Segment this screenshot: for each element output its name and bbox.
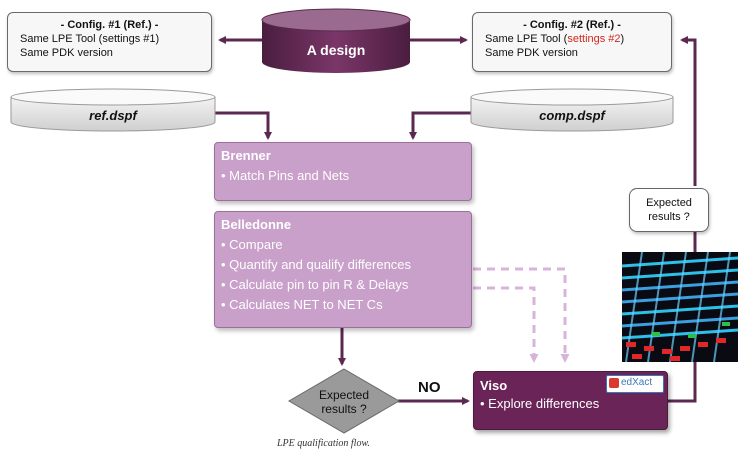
design-cylinder — [261, 8, 411, 73]
config2-line2: Same PDK version — [485, 47, 578, 59]
config2-line1-prefix: Same LPE Tool ( — [485, 33, 568, 45]
config2-title: - Config. #2 (Ref.) - — [523, 19, 621, 31]
comp-dspf-disk — [470, 88, 674, 132]
decision-diamond — [288, 368, 400, 434]
belledonne-title: Belledonne — [221, 217, 292, 232]
belledonne-item-compare: • Compare — [221, 237, 283, 252]
no-label: NO — [418, 379, 441, 396]
config2-line1-suffix: ) — [620, 33, 625, 45]
belledonne-item-net-to-net: • Calculates NET to NET Cs — [221, 297, 383, 312]
edxact-logo-mark-icon — [609, 378, 619, 388]
brenner-box: Brenner • Match Pins and Nets — [214, 142, 472, 201]
edxact-logo-text: edXact — [621, 377, 653, 388]
config1-title: - Config. #1 (Ref.) - — [60, 19, 159, 31]
ref-dspf-label: ref.dspf — [89, 108, 137, 123]
dashed-arrow-belledonne-to-viso-2 — [473, 286, 539, 363]
belledonne-box: Belledonne • Compare • Quantify and qual… — [214, 211, 472, 328]
viso-title: Viso — [480, 378, 508, 393]
brenner-title: Brenner — [221, 148, 271, 163]
config1-line2: Same PDK version — [20, 47, 113, 59]
config2-line1: Same LPE Tool (settings #2) — [473, 32, 671, 46]
viso-item: • Explore differences — [480, 396, 600, 411]
comp-dspf-label: comp.dspf — [539, 108, 605, 123]
arrow-comp-to-brenner — [409, 111, 472, 140]
dashed-arrow-belledonne-to-viso-1 — [473, 267, 570, 363]
config2-line1-highlight: settings #2 — [567, 33, 621, 45]
expected-results-box: Expected results ? — [629, 188, 709, 232]
decision-line2: results ? — [321, 402, 367, 416]
expected-line2: results ? — [648, 211, 690, 223]
expected-line1: Expected — [646, 197, 692, 209]
config2-box: - Config. #2 (Ref.) - Same LPE Tool (set… — [472, 12, 672, 72]
ref-dspf-disk — [10, 88, 216, 132]
brenner-item: • Match Pins and Nets — [221, 168, 350, 183]
belledonne-item-pin-to-pin: • Calculate pin to pin R & Delays — [221, 277, 409, 292]
arrow-expected-to-config2 — [680, 36, 697, 186]
config1-box: - Config. #1 (Ref.) - Same LPE Tool (set… — [7, 12, 212, 72]
decision-line1: Expected — [318, 388, 370, 402]
design-label: A design — [306, 42, 366, 58]
figure-caption: LPE qualification flow. — [277, 438, 370, 449]
decision-label: Expected results ? — [288, 388, 400, 416]
belledonne-item-quantify: • Quantify and qualify differences — [221, 257, 412, 272]
arrow-ref-to-brenner — [210, 111, 272, 140]
layout-3d-image — [622, 252, 738, 362]
edxact-logo: edXact — [606, 375, 664, 393]
config1-line1: Same LPE Tool (settings #1) — [20, 33, 160, 45]
